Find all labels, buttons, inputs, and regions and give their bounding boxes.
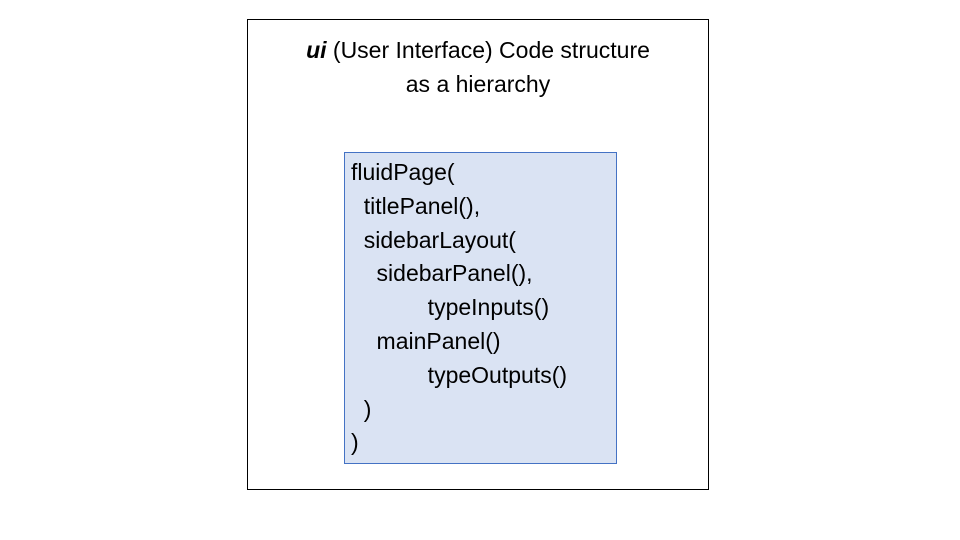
code-line: typeInputs()	[351, 294, 550, 321]
code-line: typeOutputs()	[351, 361, 568, 388]
title-line-1: ui (User Interface) Code structure	[248, 33, 708, 67]
title-emphasis: ui	[306, 37, 327, 63]
code-line: titlePanel(),	[351, 192, 481, 219]
title-line-1-rest: (User Interface) Code structure	[326, 37, 650, 63]
diagram-title: ui (User Interface) Code structure as a …	[248, 33, 708, 101]
outer-frame: ui (User Interface) Code structure as a …	[247, 19, 709, 490]
code-line: sidebarPanel(),	[351, 260, 533, 287]
code-line: sidebarLayout(	[351, 226, 516, 253]
code-line: mainPanel()	[351, 327, 501, 354]
code-line: )	[351, 395, 372, 422]
code-line: fluidPage(	[351, 159, 455, 185]
title-line-2: as a hierarchy	[405, 71, 551, 97]
code-box: fluidPage( titlePanel(), sidebarLayout( …	[344, 152, 617, 464]
code-line: )	[351, 429, 359, 456]
